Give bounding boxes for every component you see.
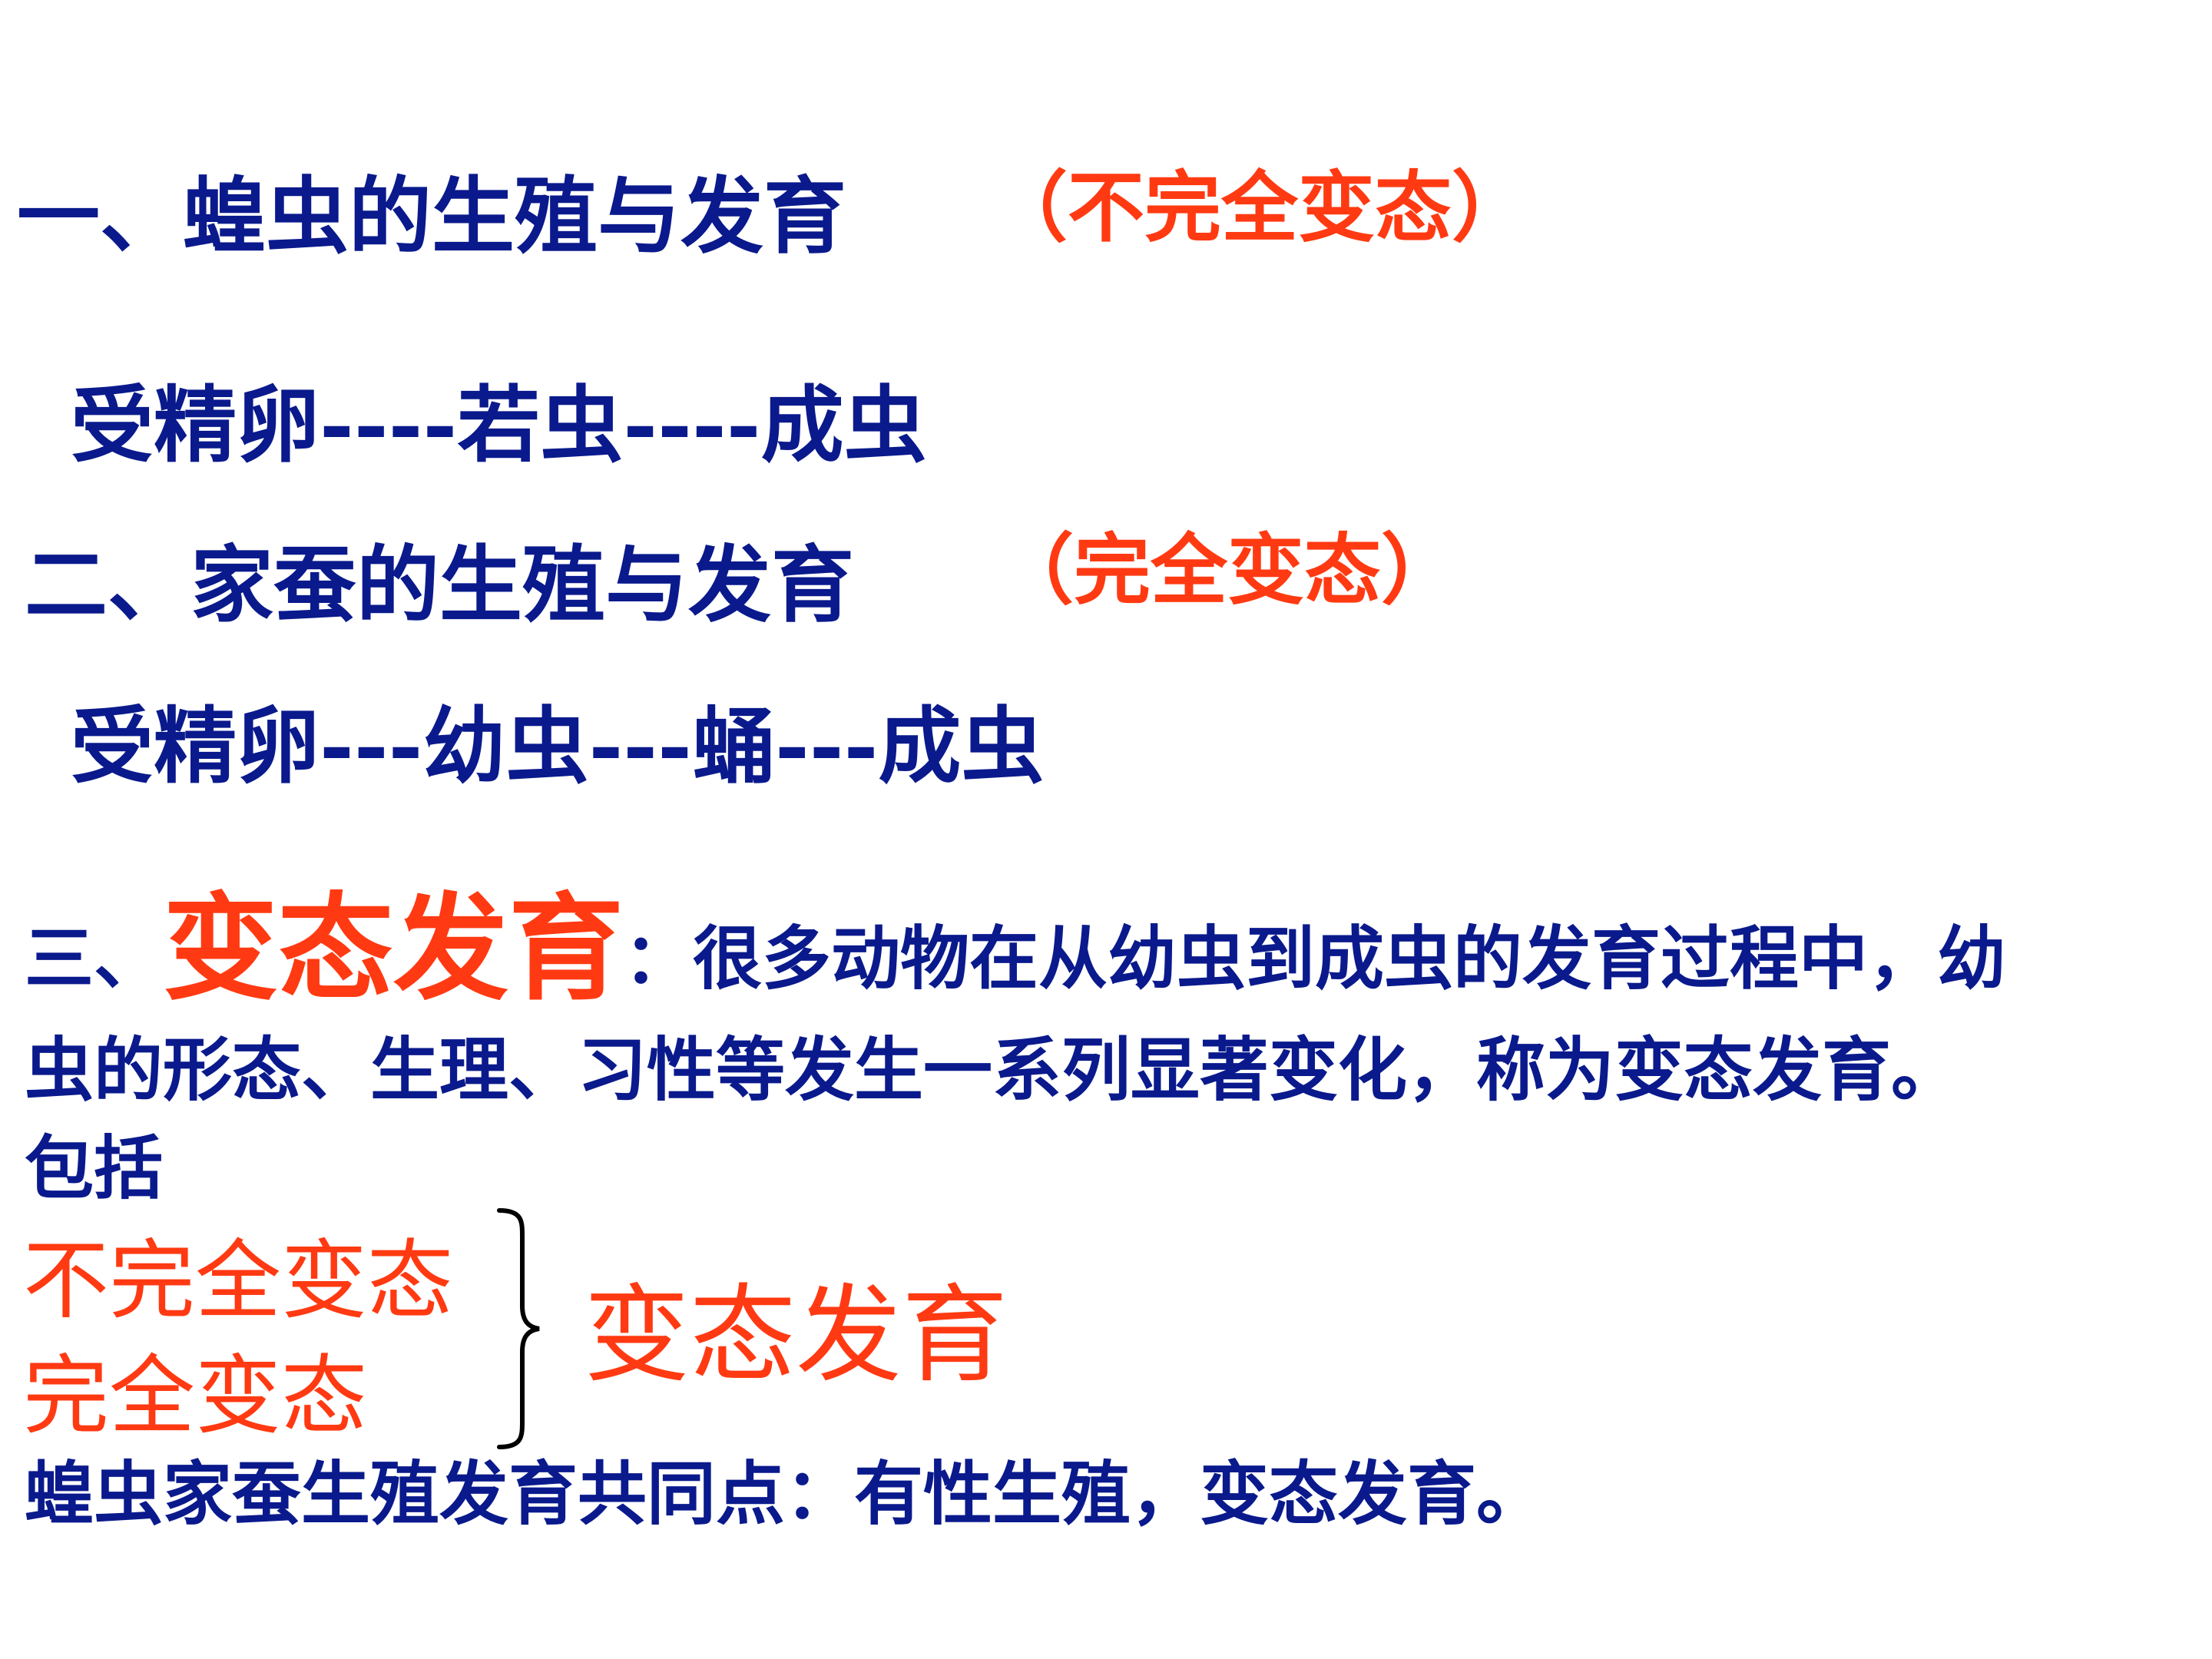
- section1-heading: 一、蝗虫的生殖与发育: [17, 168, 847, 265]
- group-label: 变态发育: [584, 1273, 1008, 1397]
- section2-sequence: 受精卵---幼虫---蛹---成虫: [71, 698, 1045, 795]
- type-complete-metamorphosis: 完全变态: [23, 1346, 367, 1446]
- section3-prefix: 三、: [25, 918, 163, 999]
- section1-sequence: 受精卵----若虫----成虫: [71, 377, 927, 474]
- section2-heading: 二、家蚕的生殖与发育: [25, 537, 855, 634]
- section2-tag: （完全变态）: [997, 525, 1458, 615]
- section3-term: 变态发育: [163, 881, 624, 1016]
- section1-tag: （不完全变态）: [991, 162, 1528, 253]
- section3-definition-line3: 包括: [25, 1128, 163, 1209]
- type-incomplete-metamorphosis: 不完全变态: [23, 1231, 453, 1331]
- section3-definition-line2: 虫的形态、生理、习性等发生一系列显著变化，称为变态发育。: [25, 1029, 1960, 1111]
- section3-first-line: 三、变态发育：很多动物在从幼虫到成虫的发育过程中，幼: [25, 891, 2006, 1006]
- right-brace-icon: [497, 1208, 540, 1449]
- summary-line: 蝗虫家蚕生殖发育共同点：有性生殖，变态发育。: [25, 1453, 1545, 1535]
- section3-definition-line1: ：很多动物在从幼虫到成虫的发育过程中，幼: [624, 918, 2007, 999]
